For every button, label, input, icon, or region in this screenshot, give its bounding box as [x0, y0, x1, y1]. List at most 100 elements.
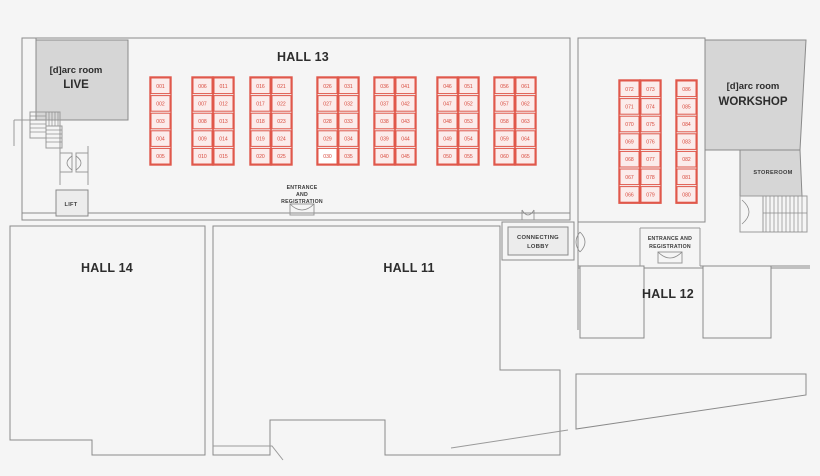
booth-cell[interactable]	[213, 77, 234, 95]
booth-cell[interactable]	[374, 95, 395, 112]
booth-cell[interactable]	[374, 147, 395, 165]
booth-cell[interactable]	[192, 95, 213, 112]
booth-cell[interactable]	[192, 112, 213, 130]
booth-cell[interactable]	[192, 147, 213, 165]
booth-cell[interactable]	[619, 98, 640, 115]
booth-number: 070	[625, 122, 634, 128]
booth-cell[interactable]	[271, 77, 292, 95]
booth-cell[interactable]	[338, 112, 359, 130]
booth-cell[interactable]	[676, 98, 697, 115]
booth-cell[interactable]	[395, 147, 416, 165]
booth-cell[interactable]	[494, 112, 515, 130]
booth-cell[interactable]	[150, 130, 171, 147]
booth-cell[interactable]	[515, 77, 536, 95]
booth-cell[interactable]	[515, 147, 536, 165]
booth-cell[interactable]	[437, 130, 458, 147]
booth-cell[interactable]	[317, 112, 338, 130]
booth-cell[interactable]	[213, 147, 234, 165]
booth-cell[interactable]	[374, 130, 395, 147]
booth-column-outline	[639, 79, 662, 204]
booth-cell[interactable]	[317, 130, 338, 147]
booth-cell[interactable]	[515, 130, 536, 147]
booth-column-outline	[149, 76, 172, 166]
booth-cell[interactable]	[338, 77, 359, 95]
booth-cell[interactable]	[395, 112, 416, 130]
booth-cell[interactable]	[640, 115, 661, 133]
booth-cell[interactable]	[640, 80, 661, 98]
booth-cell[interactable]	[374, 77, 395, 95]
booth-cell[interactable]	[494, 77, 515, 95]
booth-cell[interactable]	[250, 147, 271, 165]
booth-cell[interactable]	[619, 115, 640, 133]
booth-cell[interactable]	[619, 168, 640, 186]
booth-cell[interactable]	[676, 133, 697, 150]
booth-cell[interactable]	[271, 95, 292, 112]
booth-cell[interactable]	[317, 77, 338, 95]
booth-number: 080	[682, 192, 691, 198]
booth-number: 046	[443, 84, 452, 90]
booth-cell[interactable]	[395, 95, 416, 112]
booth-cell[interactable]	[676, 115, 697, 133]
booth-cell[interactable]	[395, 77, 416, 95]
booth-cell[interactable]	[640, 186, 661, 203]
booth-cell[interactable]	[494, 130, 515, 147]
booth-cell[interactable]	[271, 112, 292, 130]
booth-cell[interactable]	[640, 98, 661, 115]
booth-number: 047	[443, 101, 452, 107]
booth-cell[interactable]	[458, 77, 479, 95]
booth-cell[interactable]	[676, 186, 697, 203]
booth-cell[interactable]	[437, 95, 458, 112]
booth-cell[interactable]	[640, 168, 661, 186]
booth-number: 059	[500, 137, 509, 143]
booth-cell[interactable]	[494, 147, 515, 165]
booth-cell[interactable]	[676, 168, 697, 186]
booth-cell[interactable]	[317, 147, 338, 165]
booth-cell[interactable]	[458, 112, 479, 130]
booth-cell[interactable]	[271, 130, 292, 147]
booth-cell[interactable]	[676, 150, 697, 168]
booth-number: 031	[344, 84, 353, 90]
booth-cell[interactable]	[676, 80, 697, 98]
booth-cell[interactable]	[250, 130, 271, 147]
booth-number: 082	[682, 157, 691, 163]
booth-cell[interactable]	[150, 147, 171, 165]
booth-cell[interactable]	[374, 112, 395, 130]
booth-cell[interactable]	[619, 150, 640, 168]
booth-cell[interactable]	[619, 186, 640, 203]
booth-cell[interactable]	[437, 112, 458, 130]
booth-cell[interactable]	[150, 112, 171, 130]
booth-number: 076	[646, 140, 655, 146]
booth-number: 020	[256, 154, 265, 160]
booth-number: 058	[500, 119, 509, 125]
booth-cell[interactable]	[338, 95, 359, 112]
booth-cell[interactable]	[395, 130, 416, 147]
booth-cell[interactable]	[250, 112, 271, 130]
booth-cell[interactable]	[192, 77, 213, 95]
booth-cell[interactable]	[338, 147, 359, 165]
booth-cell[interactable]	[619, 133, 640, 150]
booth-cell[interactable]	[619, 80, 640, 98]
booth-cell[interactable]	[192, 130, 213, 147]
booth-cell[interactable]	[458, 147, 479, 165]
booth-cell[interactable]	[458, 130, 479, 147]
booth-cell[interactable]	[213, 112, 234, 130]
booth-cell[interactable]	[458, 95, 479, 112]
booth-cell[interactable]	[640, 133, 661, 150]
booth-cell[interactable]	[150, 77, 171, 95]
booth-cell[interactable]	[271, 147, 292, 165]
booth-cell[interactable]	[150, 95, 171, 112]
booth-cell[interactable]	[515, 95, 536, 112]
booth-cell[interactable]	[213, 95, 234, 112]
booth-cell[interactable]	[250, 77, 271, 95]
booth-cell[interactable]	[317, 95, 338, 112]
booth-cell[interactable]	[640, 150, 661, 168]
booth-cell[interactable]	[250, 95, 271, 112]
booth-cell[interactable]	[437, 77, 458, 95]
booth-cell[interactable]	[213, 130, 234, 147]
booth-cell[interactable]	[338, 130, 359, 147]
booth-cell[interactable]	[437, 147, 458, 165]
booth-cell[interactable]	[515, 112, 536, 130]
booth-cell[interactable]	[494, 95, 515, 112]
